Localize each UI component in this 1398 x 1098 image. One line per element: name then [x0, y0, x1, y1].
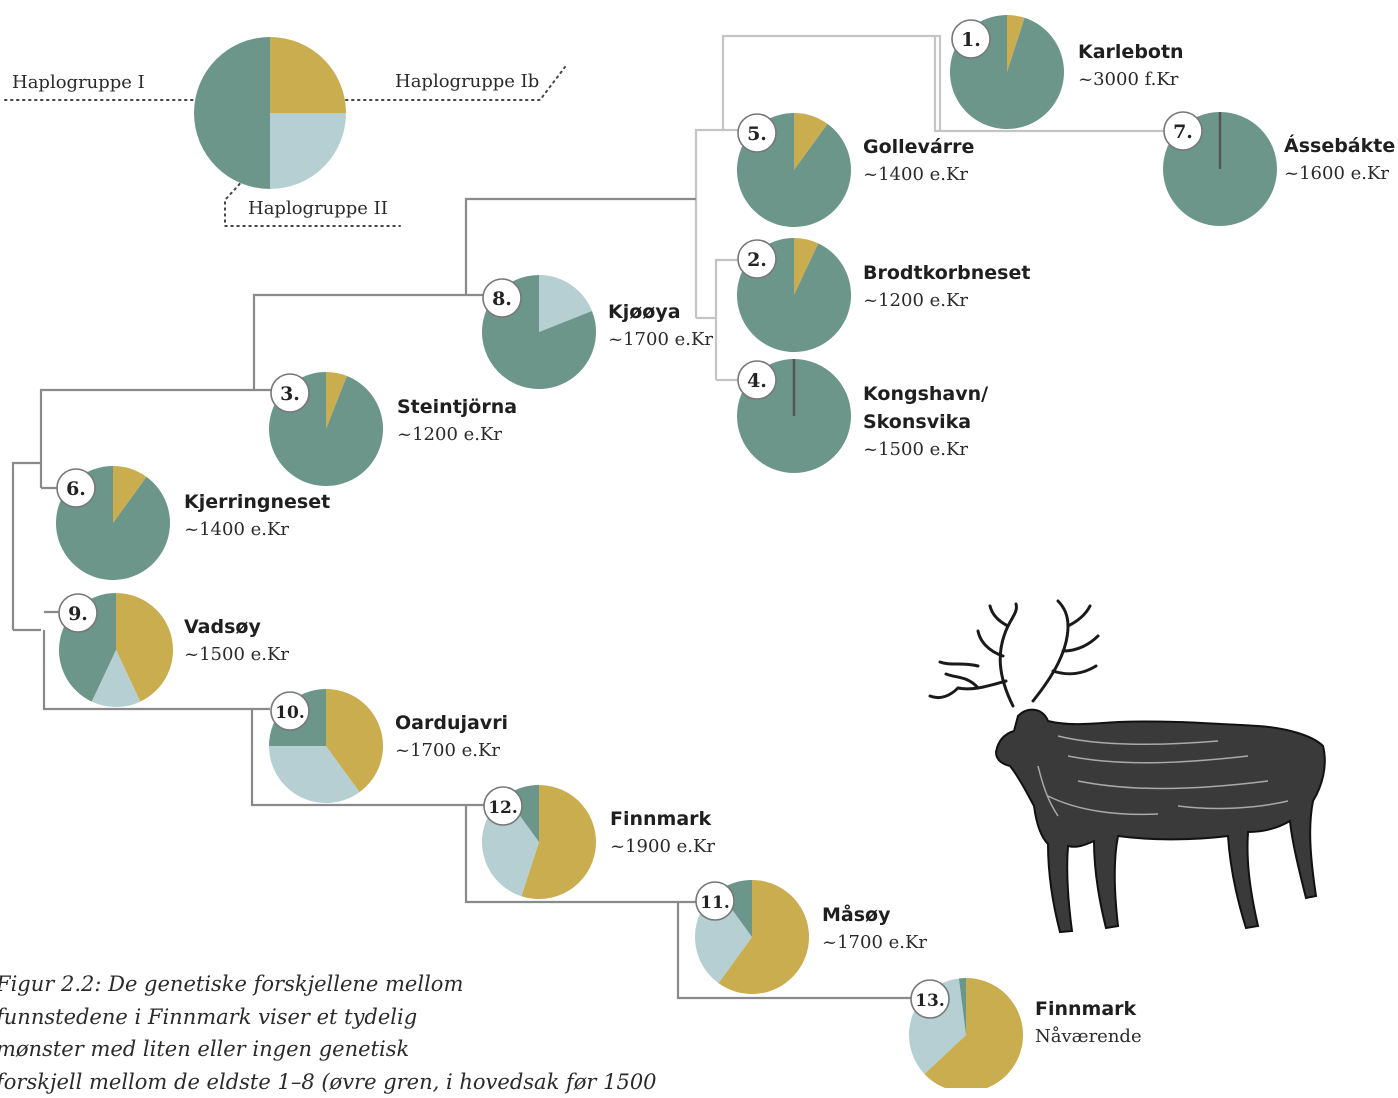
badge-number: 7.	[1173, 121, 1193, 143]
figure-caption: Figur 2.2: De genetiske forskjellene mel…	[0, 968, 616, 1098]
site-date: ~1700 e.Kr	[822, 934, 927, 952]
site-date: ~1700 e.Kr	[608, 331, 713, 349]
badge-number: 11.	[700, 893, 730, 913]
site-label-11: Måsøy ~1700 e.Kr	[822, 906, 927, 952]
site-name: Karlebotn	[1078, 43, 1184, 62]
site-name: Kongshavn/	[863, 385, 988, 404]
legend-label-haplogroup-1: Haplogruppe I	[12, 74, 145, 92]
site-number-badge: 7.	[1164, 112, 1202, 150]
site-number-badge: 8.	[483, 279, 521, 317]
legend-slice-haplogroup-2	[270, 113, 346, 189]
site-label-2: Brodtkorbneset ~1200 e.Kr	[863, 264, 1030, 310]
site-name: Måsøy	[822, 906, 927, 925]
badge-number: 6.	[66, 478, 86, 500]
caption-line: Figur 2.2: De genetiske forskjellene mel…	[0, 968, 616, 1001]
site-label-12: Finnmark ~1900 e.Kr	[610, 810, 715, 856]
badge-number: 9.	[68, 603, 88, 625]
site-date: ~1400 e.Kr	[863, 166, 974, 184]
branch-line-lower	[13, 463, 41, 630]
site-label-3: Steintjörna ~1200 e.Kr	[397, 398, 517, 444]
site-number-badge: 2.	[738, 240, 776, 278]
site-name: Brodtkorbneset	[863, 264, 1030, 283]
site-name: Steintjörna	[397, 398, 517, 417]
site-label-13: Finnmark Nåværende	[1035, 1000, 1142, 1046]
site-number-badge: 4.	[738, 361, 776, 399]
badge-number: 10.	[275, 703, 305, 723]
site-name: Vadsøy	[184, 618, 289, 637]
site-label-4: Kongshavn/ Skonsvika ~1500 e.Kr	[863, 385, 988, 459]
badge-number: 5.	[747, 123, 767, 145]
reindeer-body	[996, 710, 1325, 932]
branch-line-upper	[716, 260, 740, 380]
caption-line: funnstedene i Finnmark viser et tydelig	[0, 1001, 616, 1034]
site-date: ~1500 e.Kr	[863, 441, 988, 459]
badge-number: 12.	[488, 798, 518, 818]
site-name: Skonsvika	[863, 413, 988, 432]
site-name: Kjerringneset	[184, 493, 330, 512]
site-number-badge: 10.	[271, 692, 309, 730]
site-label-1: Karlebotn ~3000 f.Kr	[1078, 43, 1184, 89]
site-name: Finnmark	[1035, 1000, 1142, 1019]
site-number-badge: 1.	[952, 20, 990, 58]
site-number-badge: 6.	[57, 469, 95, 507]
branch-line-upper	[696, 130, 740, 200]
badge-number: 8.	[492, 288, 512, 310]
site-number-badge: 5.	[738, 114, 776, 152]
legend-slice-haplogroup-1b	[270, 37, 346, 113]
site-number-badge: 11.	[696, 882, 734, 920]
site-name: Oardujavri	[395, 714, 508, 733]
site-date: Nåværende	[1035, 1028, 1142, 1046]
badge-number: 4.	[747, 370, 767, 392]
site-date: ~1200 e.Kr	[397, 426, 517, 444]
badge-number: 2.	[747, 249, 767, 271]
site-number-badge: 13.	[911, 980, 949, 1018]
badge-number: 13.	[915, 991, 945, 1011]
legend-slice-haplogroup-1	[194, 37, 270, 189]
site-label-7: Ássebákte ~1600 e.Kr	[1284, 137, 1395, 183]
site-name: Finnmark	[610, 810, 715, 829]
reindeer-illustration	[918, 596, 1338, 946]
site-number-badge: 9.	[59, 594, 97, 632]
site-date: ~3000 f.Kr	[1078, 71, 1184, 89]
site-label-9: Vadsøy ~1500 e.Kr	[184, 618, 289, 664]
site-date: ~1500 e.Kr	[184, 646, 289, 664]
site-label-5: Gollevárre ~1400 e.Kr	[863, 138, 974, 184]
site-label-10: Oardujavri ~1700 e.Kr	[395, 714, 508, 760]
site-label-8: Kjøøya ~1700 e.Kr	[608, 303, 713, 349]
site-label-6: Kjerringneset ~1400 e.Kr	[184, 493, 330, 539]
site-date: ~1900 e.Kr	[610, 838, 715, 856]
site-date: ~1600 e.Kr	[1284, 165, 1395, 183]
site-name: Gollevárre	[863, 138, 974, 157]
site-date: ~1400 e.Kr	[184, 521, 330, 539]
legend-pie	[194, 37, 346, 189]
legend-label-haplogroup-2: Haplogruppe II	[248, 200, 388, 218]
caption-line: forskjell mellom de eldste 1–8 (øvre gre…	[0, 1066, 616, 1098]
site-number-badge: 12.	[484, 787, 522, 825]
site-name: Kjøøya	[608, 303, 713, 322]
legend-label-haplogroup-1b: Haplogruppe Ib	[395, 73, 539, 91]
site-date: ~1200 e.Kr	[863, 292, 1030, 310]
site-date: ~1700 e.Kr	[395, 742, 508, 760]
site-number-badge: 3.	[271, 374, 309, 412]
badge-number: 1.	[961, 29, 981, 51]
site-name: Ássebákte	[1284, 137, 1395, 156]
badge-number: 3.	[280, 383, 300, 405]
caption-line: mønster med liten eller ingen genetisk	[0, 1033, 616, 1066]
